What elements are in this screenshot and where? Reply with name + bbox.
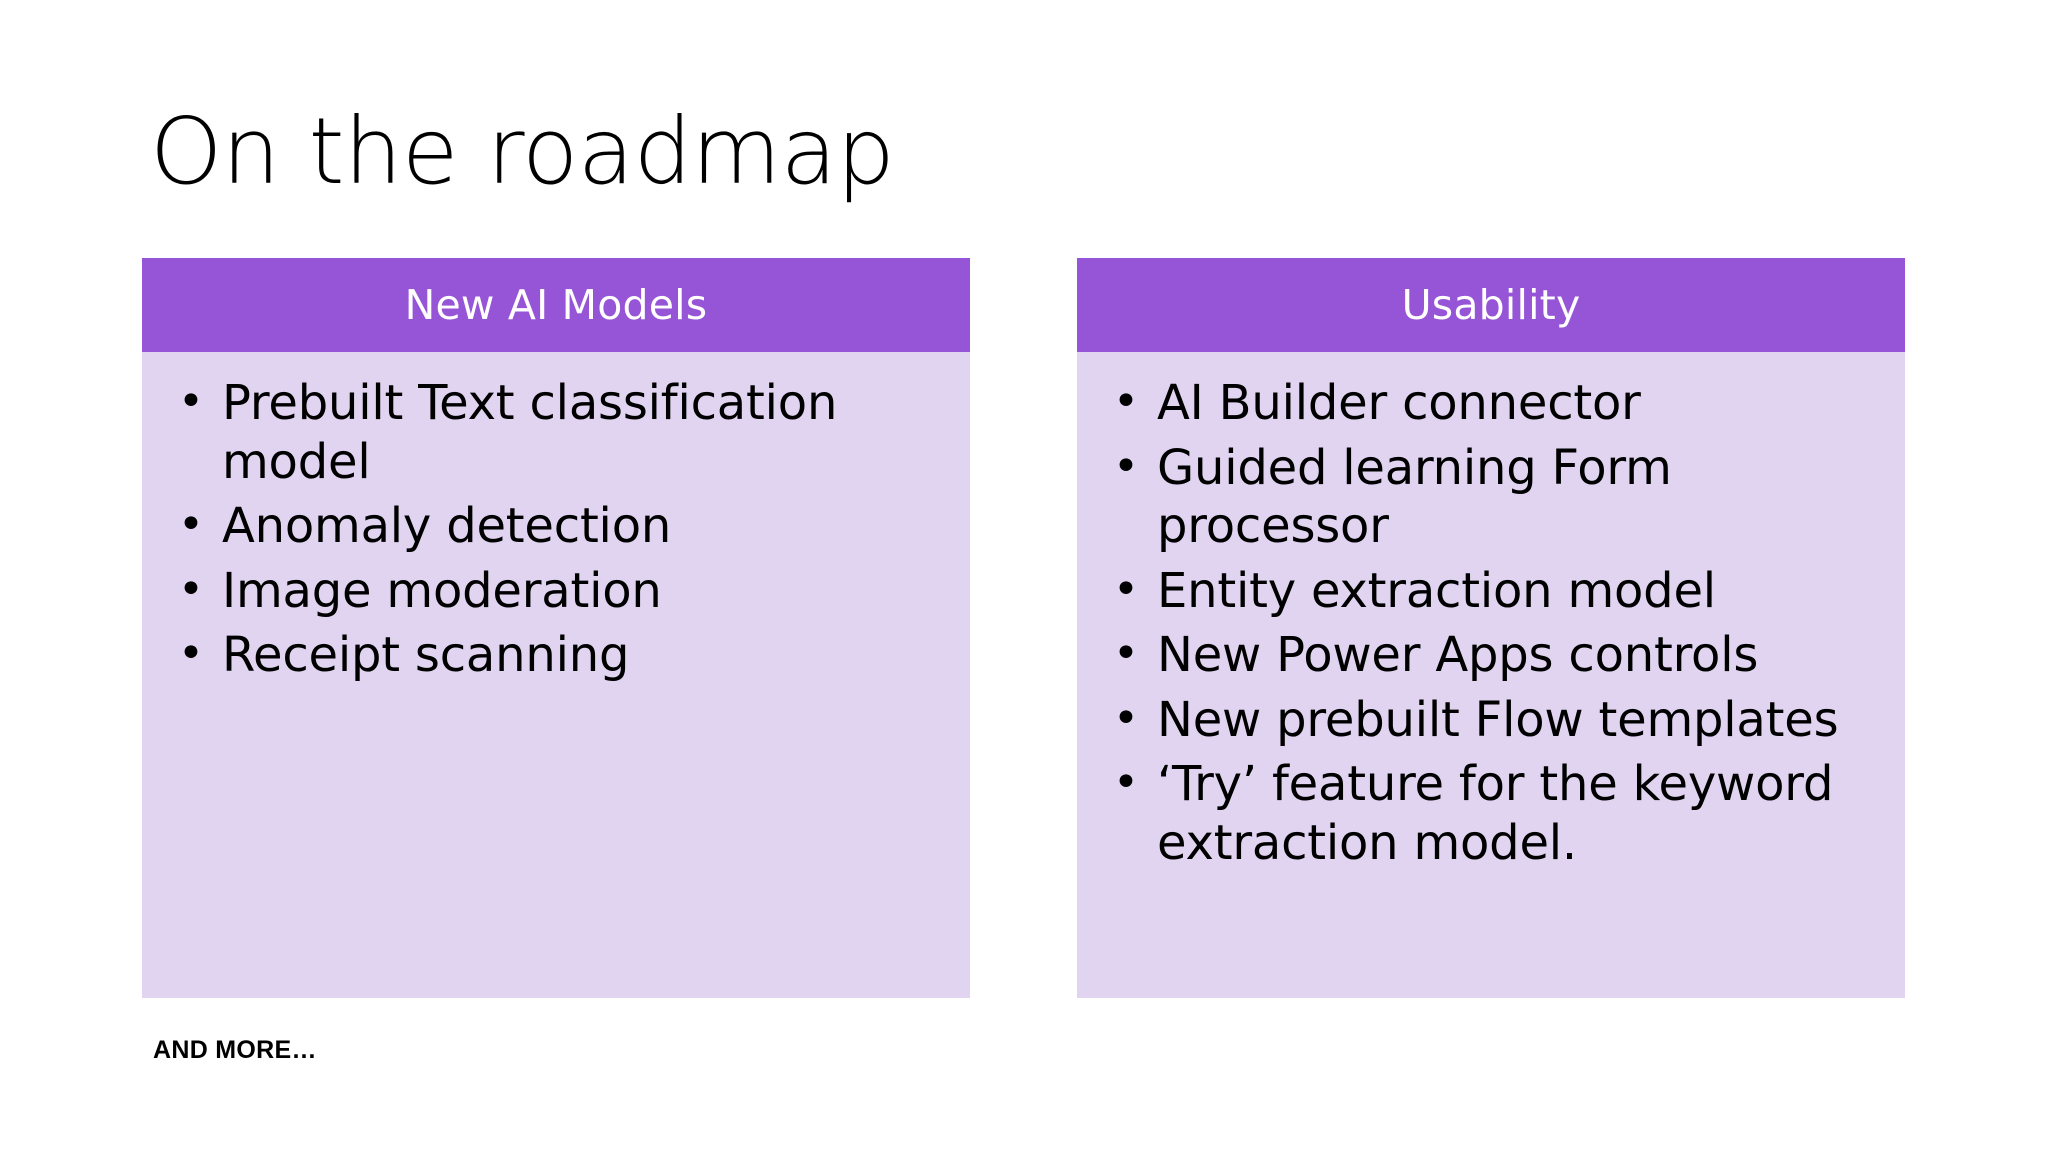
- card-header-new-ai-models: New AI Models: [142, 258, 970, 352]
- bullet-list-new-ai-models: Prebuilt Text classification model Anoma…: [176, 374, 936, 685]
- footer-note: AND MORE…: [153, 1036, 317, 1064]
- card-body-usability: AI Builder connector Guided learning For…: [1077, 352, 1905, 998]
- list-item: Receipt scanning: [176, 626, 936, 685]
- card-header-usability: Usability: [1077, 258, 1905, 352]
- list-item: ‘Try’ feature for the keyword extraction…: [1111, 755, 1871, 872]
- card-new-ai-models: New AI Models Prebuilt Text classificati…: [142, 258, 970, 998]
- card-header-title: Usability: [1401, 280, 1581, 329]
- list-item: Prebuilt Text classification model: [176, 374, 936, 491]
- list-item: Guided learning Form processor: [1111, 439, 1871, 556]
- list-item: AI Builder connector: [1111, 374, 1871, 433]
- list-item: New Power Apps controls: [1111, 626, 1871, 685]
- card-header-title: New AI Models: [404, 280, 708, 329]
- list-item: Anomaly detection: [176, 497, 936, 556]
- page-title: On the roadmap: [150, 98, 895, 205]
- list-item: New prebuilt Flow templates: [1111, 691, 1871, 750]
- list-item: Entity extraction model: [1111, 562, 1871, 621]
- card-body-new-ai-models: Prebuilt Text classification model Anoma…: [142, 352, 970, 998]
- card-usability: Usability AI Builder connector Guided le…: [1077, 258, 1905, 998]
- list-item: Image moderation: [176, 562, 936, 621]
- bullet-list-usability: AI Builder connector Guided learning For…: [1111, 374, 1871, 872]
